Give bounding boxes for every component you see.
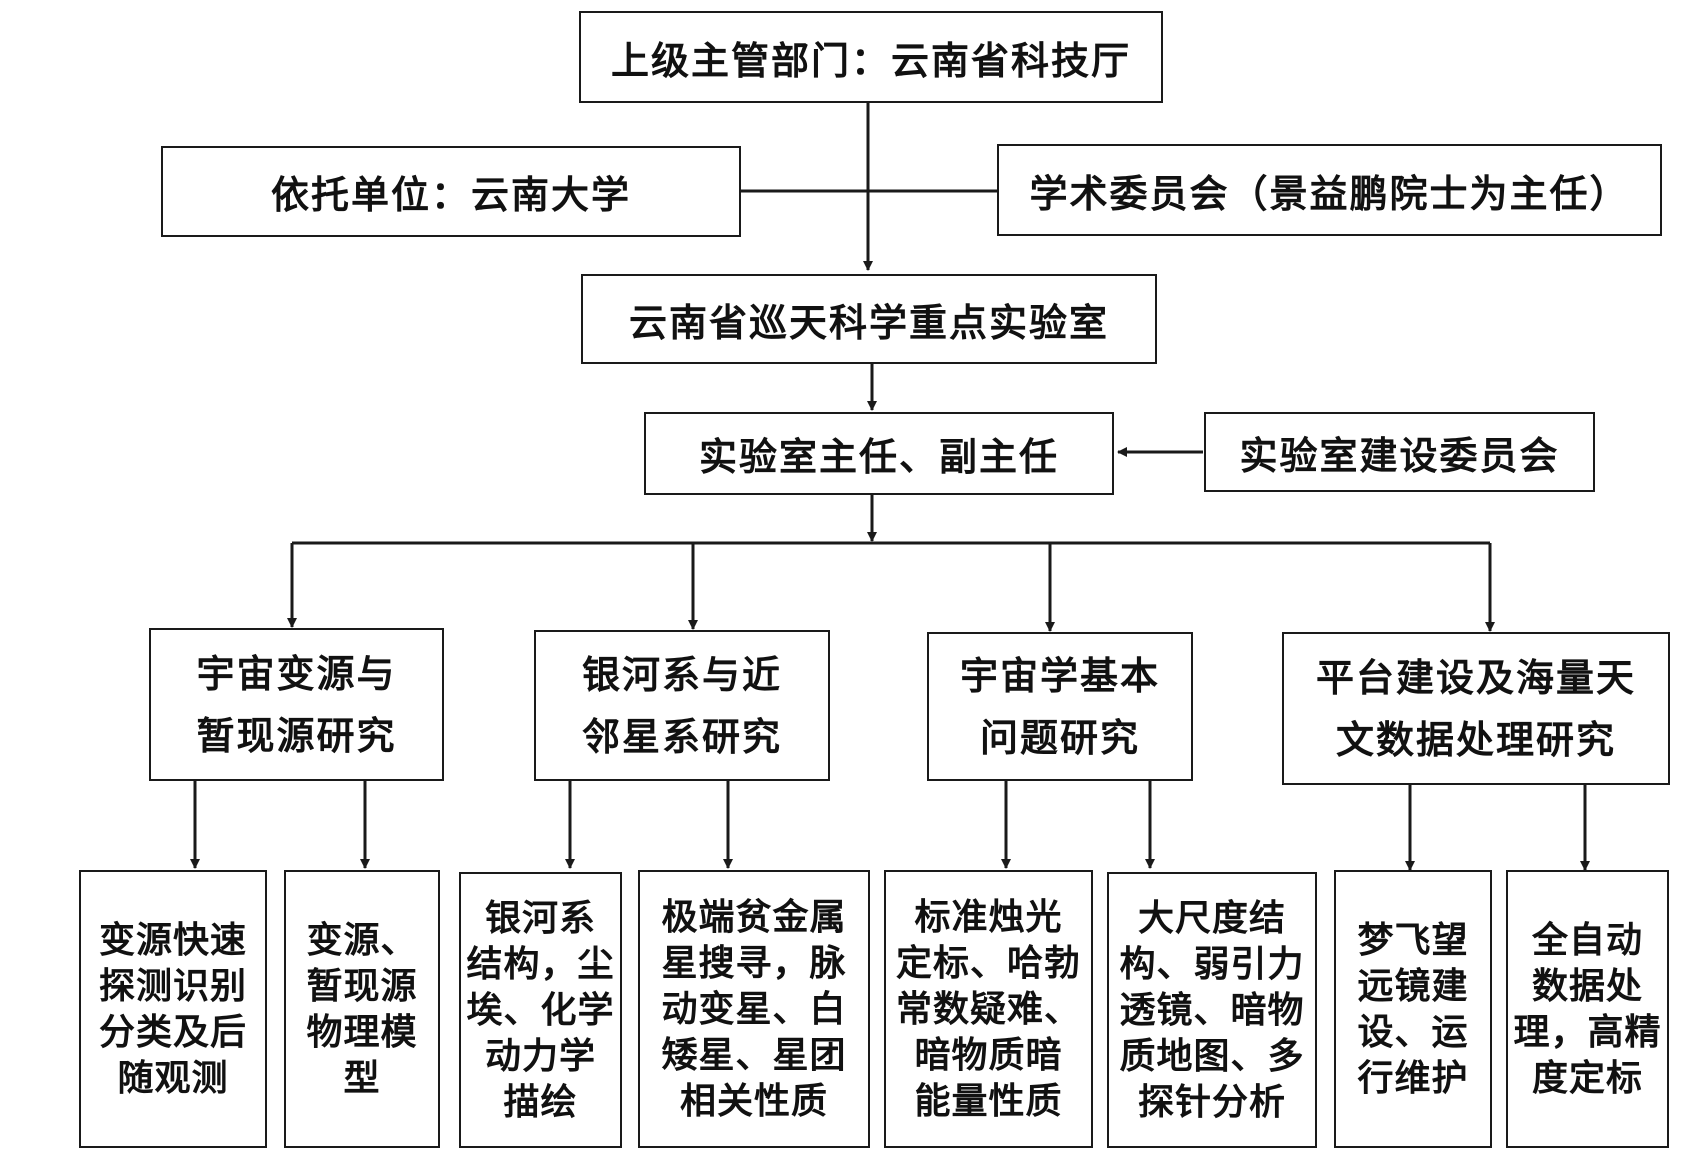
key-lab-box: 云南省巡天科学重点实验室 bbox=[581, 274, 1157, 364]
subtopic-box-1: 变源快速 探测识别 分类及后 随观测 bbox=[79, 870, 267, 1148]
supervisor-box: 上级主管部门：云南省科技厅 bbox=[579, 11, 1163, 103]
subtopic-box-8: 全自动 数据处 理，高精 度定标 bbox=[1506, 870, 1669, 1148]
lab-director-box: 实验室主任、副主任 bbox=[644, 412, 1114, 495]
subtopic-box-5: 标准烛光 定标、哈勃 常数疑难、 暗物质暗 能量性质 bbox=[884, 870, 1093, 1148]
group-box-2: 银河系与近 邻星系研究 bbox=[534, 630, 830, 781]
subtopic-box-4: 极端贫金属 星搜寻，脉 动变星、白 矮星、星团 相关性质 bbox=[638, 870, 870, 1148]
subtopic-box-7: 梦飞望 远镜建 设、运 行维护 bbox=[1334, 870, 1492, 1148]
subtopic-box-2: 变源、 暂现源 物理模 型 bbox=[284, 870, 440, 1148]
group-box-3: 宇宙学基本 问题研究 bbox=[927, 632, 1193, 781]
host-unit-box: 依托单位：云南大学 bbox=[161, 146, 741, 237]
construction-committee-box: 实验室建设委员会 bbox=[1204, 412, 1595, 492]
subtopic-box-3: 银河系 结构，尘 埃、化学 动力学 描绘 bbox=[459, 872, 622, 1148]
academic-committee-box: 学术委员会（景益鹏院士为主任） bbox=[997, 144, 1662, 236]
group-box-4: 平台建设及海量天 文数据处理研究 bbox=[1282, 632, 1670, 785]
group-box-1: 宇宙变源与 暂现源研究 bbox=[149, 628, 444, 781]
subtopic-box-6: 大尺度结 构、弱引力 透镜、暗物 质地图、多 探针分析 bbox=[1107, 872, 1317, 1148]
